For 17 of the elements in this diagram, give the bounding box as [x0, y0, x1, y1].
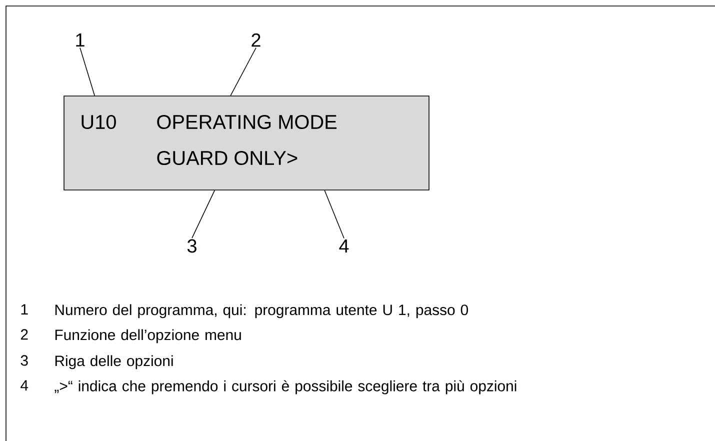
callout-number: 4 — [339, 240, 349, 252]
legend-text: Funzione dell’opzione menu — [55, 329, 241, 344]
callout-number: 2 — [252, 33, 260, 47]
leader-line — [80, 47, 95, 96]
leader-line — [192, 190, 215, 238]
leader-line — [324, 190, 344, 239]
callout-number: 3 — [187, 239, 196, 253]
legend-text: Riga delle opzioni — [55, 355, 173, 370]
callout-number: 1 — [76, 34, 84, 46]
callout-number: 4 — [20, 380, 28, 390]
legend-text: „>“ indica che premendo i cursori è possibile scegliere tra più opzioni — [54, 380, 516, 394]
leader-line — [230, 47, 256, 96]
legend-text: Numero del programma, qui: programma utente U 1, passo 0 — [55, 304, 468, 318]
callout-number: 2 — [20, 329, 28, 340]
callout-number: 1 — [21, 304, 28, 314]
callout-number: 3 — [20, 355, 28, 366]
display-screen: U10 OPERATING MODE GUARD ONLY> — [64, 96, 430, 190]
